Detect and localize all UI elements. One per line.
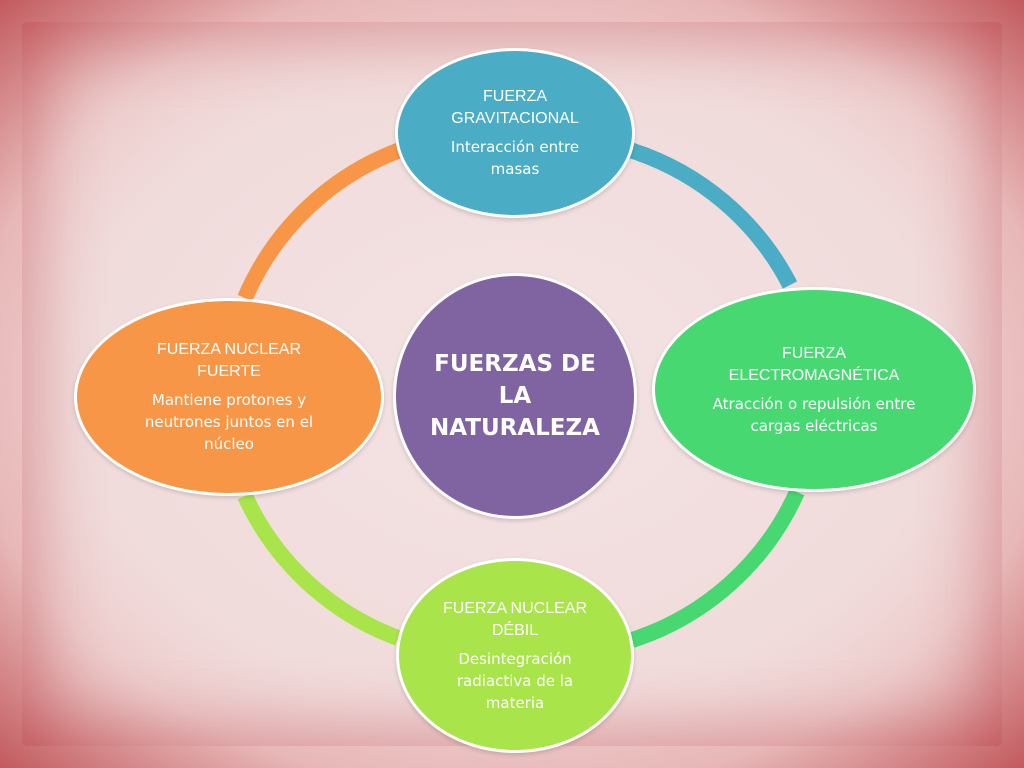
node-description: Mantiene protones y neutrones juntos en … [144,391,314,453]
node-description: Desintegración radiactiva de la materia [456,649,574,712]
arc-gravitacional-electromagnetica [627,142,798,289]
node-description: Interacción entre masas [450,138,580,178]
node-title: FUERZA GRAVITACIONAL [451,88,579,127]
arc-electromagnetica-debil [629,488,805,648]
node-title: FUERZA ELECTROMAGNÉTICA [728,344,900,384]
node-title: FUERZA NUCLEAR FUERTE [156,341,302,380]
node-fuerza-electromagnetica: FUERZA ELECTROMAGNÉTICA Atracción o repu… [652,287,976,492]
arc-fuerte-gravitacional [237,142,403,302]
central-title: FUERZAS DE LA NATURALEZA [430,351,600,441]
node-description: Atracción o repulsión entre cargas eléct… [712,394,916,435]
node-fuerza-nuclear-debil: FUERZA NUCLEAR DÉBIL Desintegración radi… [396,558,634,753]
arc-debil-fuerte [237,492,401,646]
node-fuerza-nuclear-fuerte: FUERZA NUCLEAR FUERTE Mantiene protones … [74,298,384,496]
central-node: FUERZAS DE LA NATURALEZA [393,273,637,519]
node-title: FUERZA NUCLEAR DÉBIL [442,599,588,639]
node-fuerza-gravitacional: FUERZA GRAVITACIONAL Interacción entre m… [395,48,635,218]
